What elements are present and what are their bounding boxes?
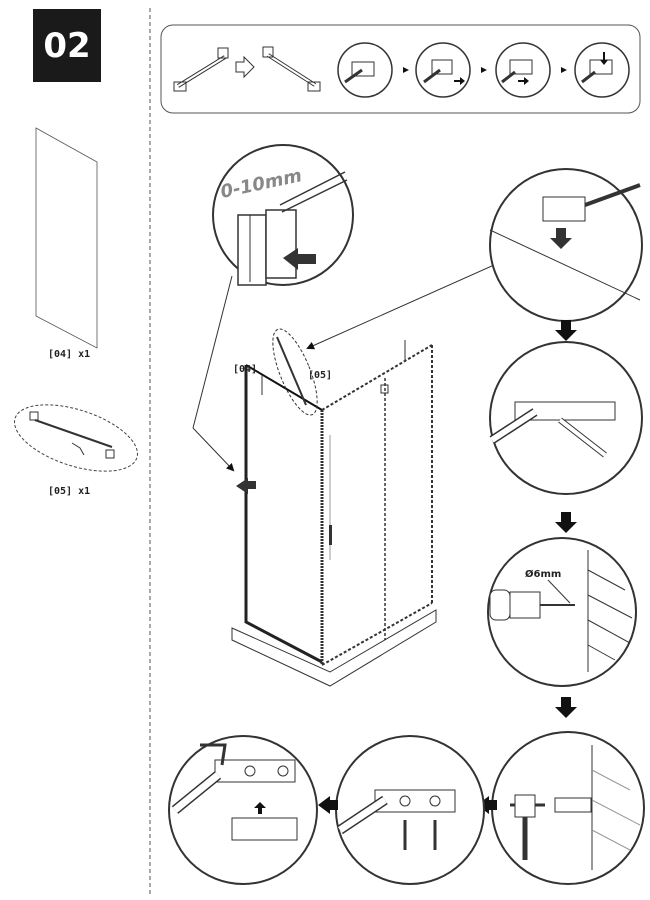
shower-enclosure — [231, 328, 437, 687]
push-arrow-icon — [236, 478, 256, 494]
bar-callout: [05] — [308, 370, 332, 381]
part-05-label: [05] x1 — [48, 486, 91, 497]
arrow-down-icon — [555, 512, 577, 533]
cover-cap-circle — [168, 735, 318, 885]
hinge-step-circles — [337, 42, 630, 98]
support-bar-kit-icon — [14, 404, 138, 472]
glass-panel-icon — [35, 127, 98, 349]
push-arrow-icon — [283, 248, 316, 270]
screw-fix-circle — [335, 735, 485, 885]
arrow-right-icon — [235, 55, 255, 79]
drill-circle — [487, 537, 637, 687]
drill-size-label: Ø6mm — [525, 568, 561, 580]
arrow-left-icon — [477, 796, 497, 814]
step-number-badge: 02 — [33, 9, 101, 82]
part-04-label: [04] x1 — [48, 349, 91, 360]
hinge-rotation-panel — [160, 24, 641, 114]
wall-plug-circle — [491, 731, 645, 885]
arrow-down-icon — [555, 320, 577, 341]
support-bar-after-icon — [262, 46, 321, 92]
screw-loosen-circle — [489, 341, 643, 495]
gap-detail-circle — [212, 144, 354, 286]
bracket-position-circle — [489, 168, 643, 322]
arrow-left-icon — [318, 796, 338, 814]
panel-callout: [04] — [233, 364, 257, 375]
arrow-down-icon — [555, 697, 577, 718]
support-bar-before-icon — [173, 47, 229, 92]
